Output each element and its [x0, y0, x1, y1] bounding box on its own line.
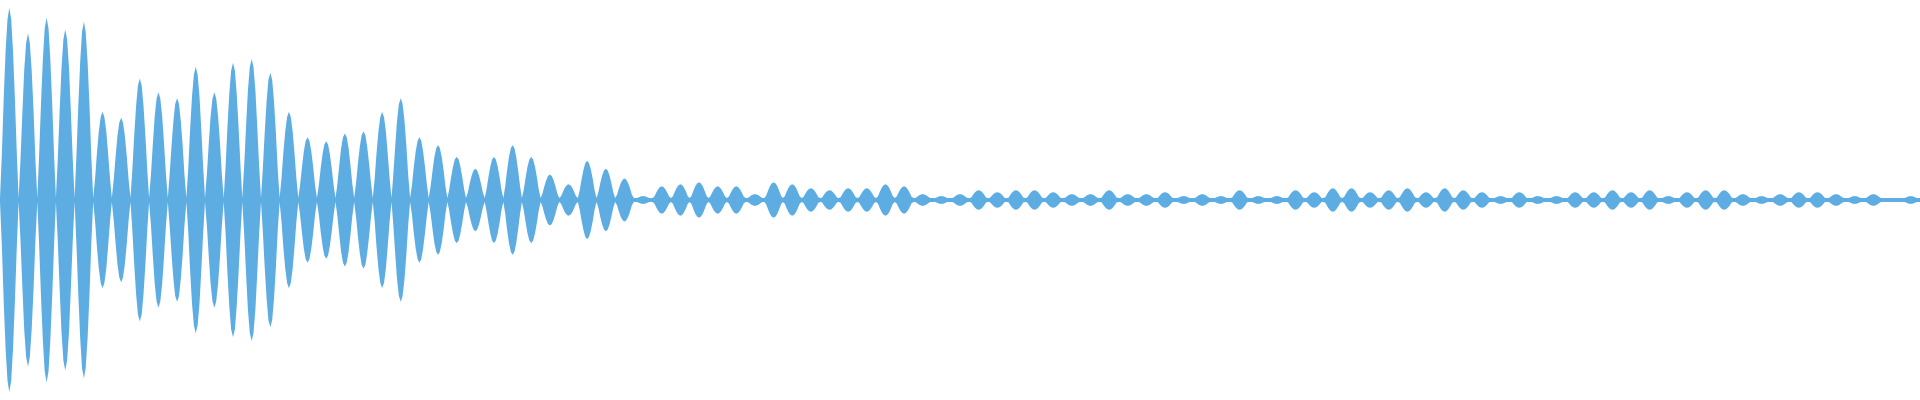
waveform-graphic	[0, 7, 1920, 393]
waveform	[0, 7, 1920, 393]
